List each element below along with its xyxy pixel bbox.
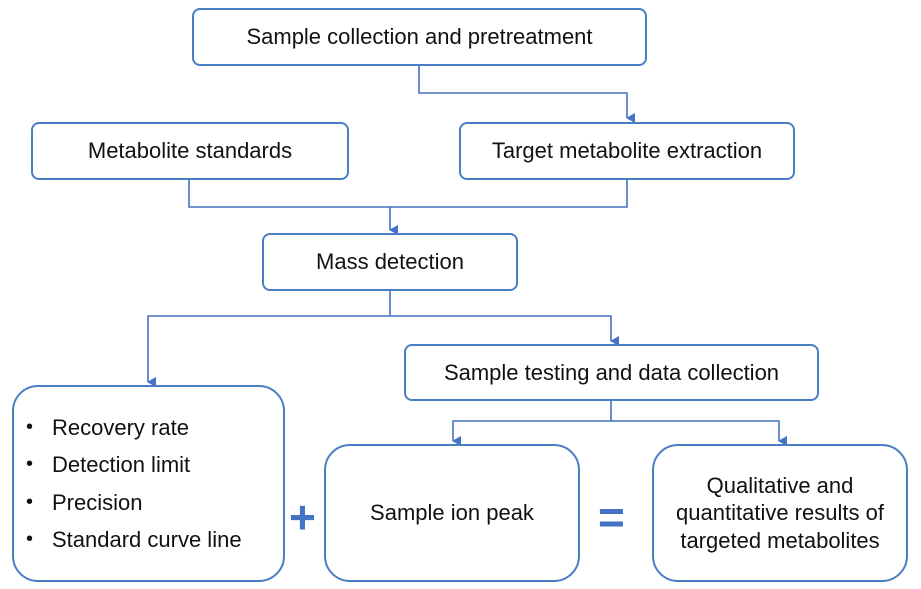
target-extraction-label: Target metabolite extraction	[491, 138, 763, 164]
validation-list-box: Recovery rate Detection limit Precision …	[12, 385, 285, 582]
sample-ion-peak-label: Sample ion peak	[370, 500, 534, 526]
arrow-mass-to-validation	[147, 291, 391, 387]
mass-detection-box: Mass detection	[262, 233, 518, 291]
target-extraction-box: Target metabolite extraction	[459, 122, 795, 180]
arrow-mass-to-testing	[390, 315, 619, 346]
equals-operator: =	[598, 491, 625, 543]
validation-list: Recovery rate Detection limit Precision …	[14, 409, 283, 559]
validation-item: Recovery rate	[14, 409, 283, 447]
metabolite-standards-box: Metabolite standards	[31, 122, 349, 180]
arrow-testing-to-results	[611, 420, 787, 446]
sample-collection-box: Sample collection and pretreatment	[192, 8, 647, 66]
sample-collection-label: Sample collection and pretreatment	[246, 24, 593, 50]
validation-item: Standard curve line	[14, 521, 283, 559]
plus-operator: +	[289, 491, 316, 543]
results-box: Qualitative and quantitative results of …	[652, 444, 908, 582]
metabolite-standards-label: Metabolite standards	[87, 138, 293, 164]
sample-testing-label: Sample testing and data collection	[443, 359, 780, 385]
mass-detection-label: Mass detection	[316, 249, 464, 275]
arrow-collection-to-extraction	[418, 66, 635, 123]
validation-item: Detection limit	[14, 446, 283, 484]
sample-testing-box: Sample testing and data collection	[404, 344, 819, 401]
arrow-testing-to-ion-peak	[452, 401, 612, 446]
arrow-extraction-to-mass	[389, 180, 628, 235]
sample-ion-peak-box: Sample ion peak	[324, 444, 580, 582]
validation-item: Precision	[14, 484, 283, 522]
line-standards-to-merge	[188, 180, 390, 208]
results-label: Qualitative and quantitative results of …	[676, 472, 884, 553]
